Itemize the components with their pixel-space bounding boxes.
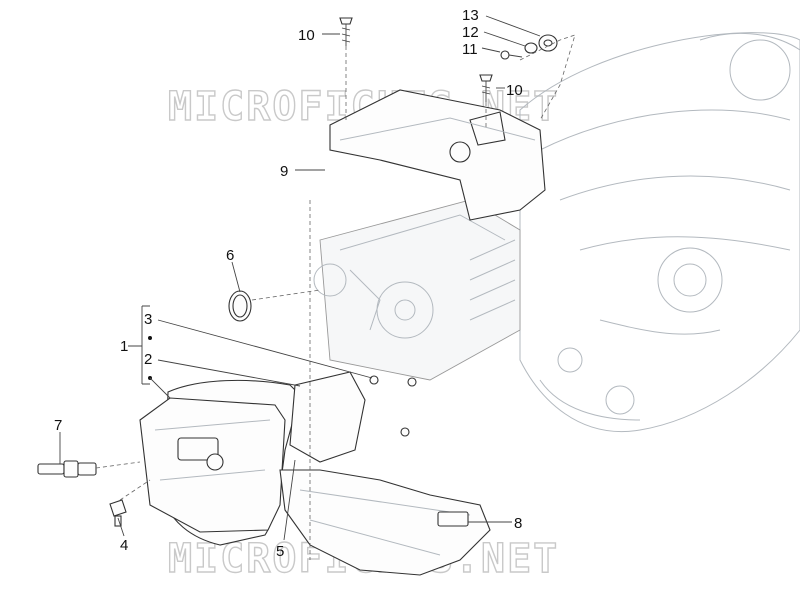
callout-9: 9: [280, 163, 288, 180]
leader-4: [117, 517, 125, 537]
leader-3: [157, 319, 373, 379]
leader-12: [483, 31, 526, 47]
washer-12: [524, 42, 538, 54]
callout-10-top: 10: [298, 27, 315, 44]
leader-6: [231, 261, 241, 293]
leader-2: [157, 359, 301, 387]
callout-8: 8: [514, 515, 522, 532]
callout-1: 1: [120, 338, 128, 355]
callout-6: 6: [226, 247, 234, 264]
bracket-dot-a: [148, 336, 152, 340]
callout-3: 3: [144, 311, 152, 328]
callout-4: 4: [120, 537, 128, 554]
leader-13: [485, 15, 541, 37]
callout-2: 2: [144, 351, 152, 368]
callout-7: 7: [54, 417, 62, 434]
grommet-13: [538, 34, 558, 52]
assembly-line-4: [119, 479, 151, 501]
spark-plug-drawing: [37, 460, 97, 478]
callout-10-side: 10: [506, 82, 523, 99]
assembly-line-top-right: [519, 34, 576, 121]
screw-a: [369, 375, 379, 385]
cylinder-head-drawing: [313, 199, 521, 381]
upper-cooling-shroud: [329, 89, 546, 221]
side-screw-10: [479, 74, 493, 102]
callout-5: 5: [276, 543, 284, 560]
callout-13: 13: [462, 7, 479, 24]
top-screw-10: [339, 17, 353, 46]
assembly-line-6: [251, 289, 321, 301]
callout-12: 12: [462, 24, 479, 41]
lower-cooling-shroud: [279, 469, 491, 576]
screw-b: [407, 377, 417, 387]
leader-1b: [149, 377, 171, 399]
cover-plate: [289, 371, 366, 463]
leader-11: [481, 47, 501, 53]
assembly-line-7: [95, 461, 141, 469]
screw-11: [500, 50, 523, 60]
callout-bracket-1: [128, 305, 150, 385]
screw-c: [400, 427, 410, 437]
cylinder-head-cover: [139, 397, 286, 533]
leader-5: [283, 459, 296, 541]
engine-crankcase-drawing: [519, 32, 800, 432]
o-ring-drawing: [228, 290, 252, 322]
bolt-drawing: [109, 499, 127, 527]
callout-11: 11: [462, 41, 478, 58]
